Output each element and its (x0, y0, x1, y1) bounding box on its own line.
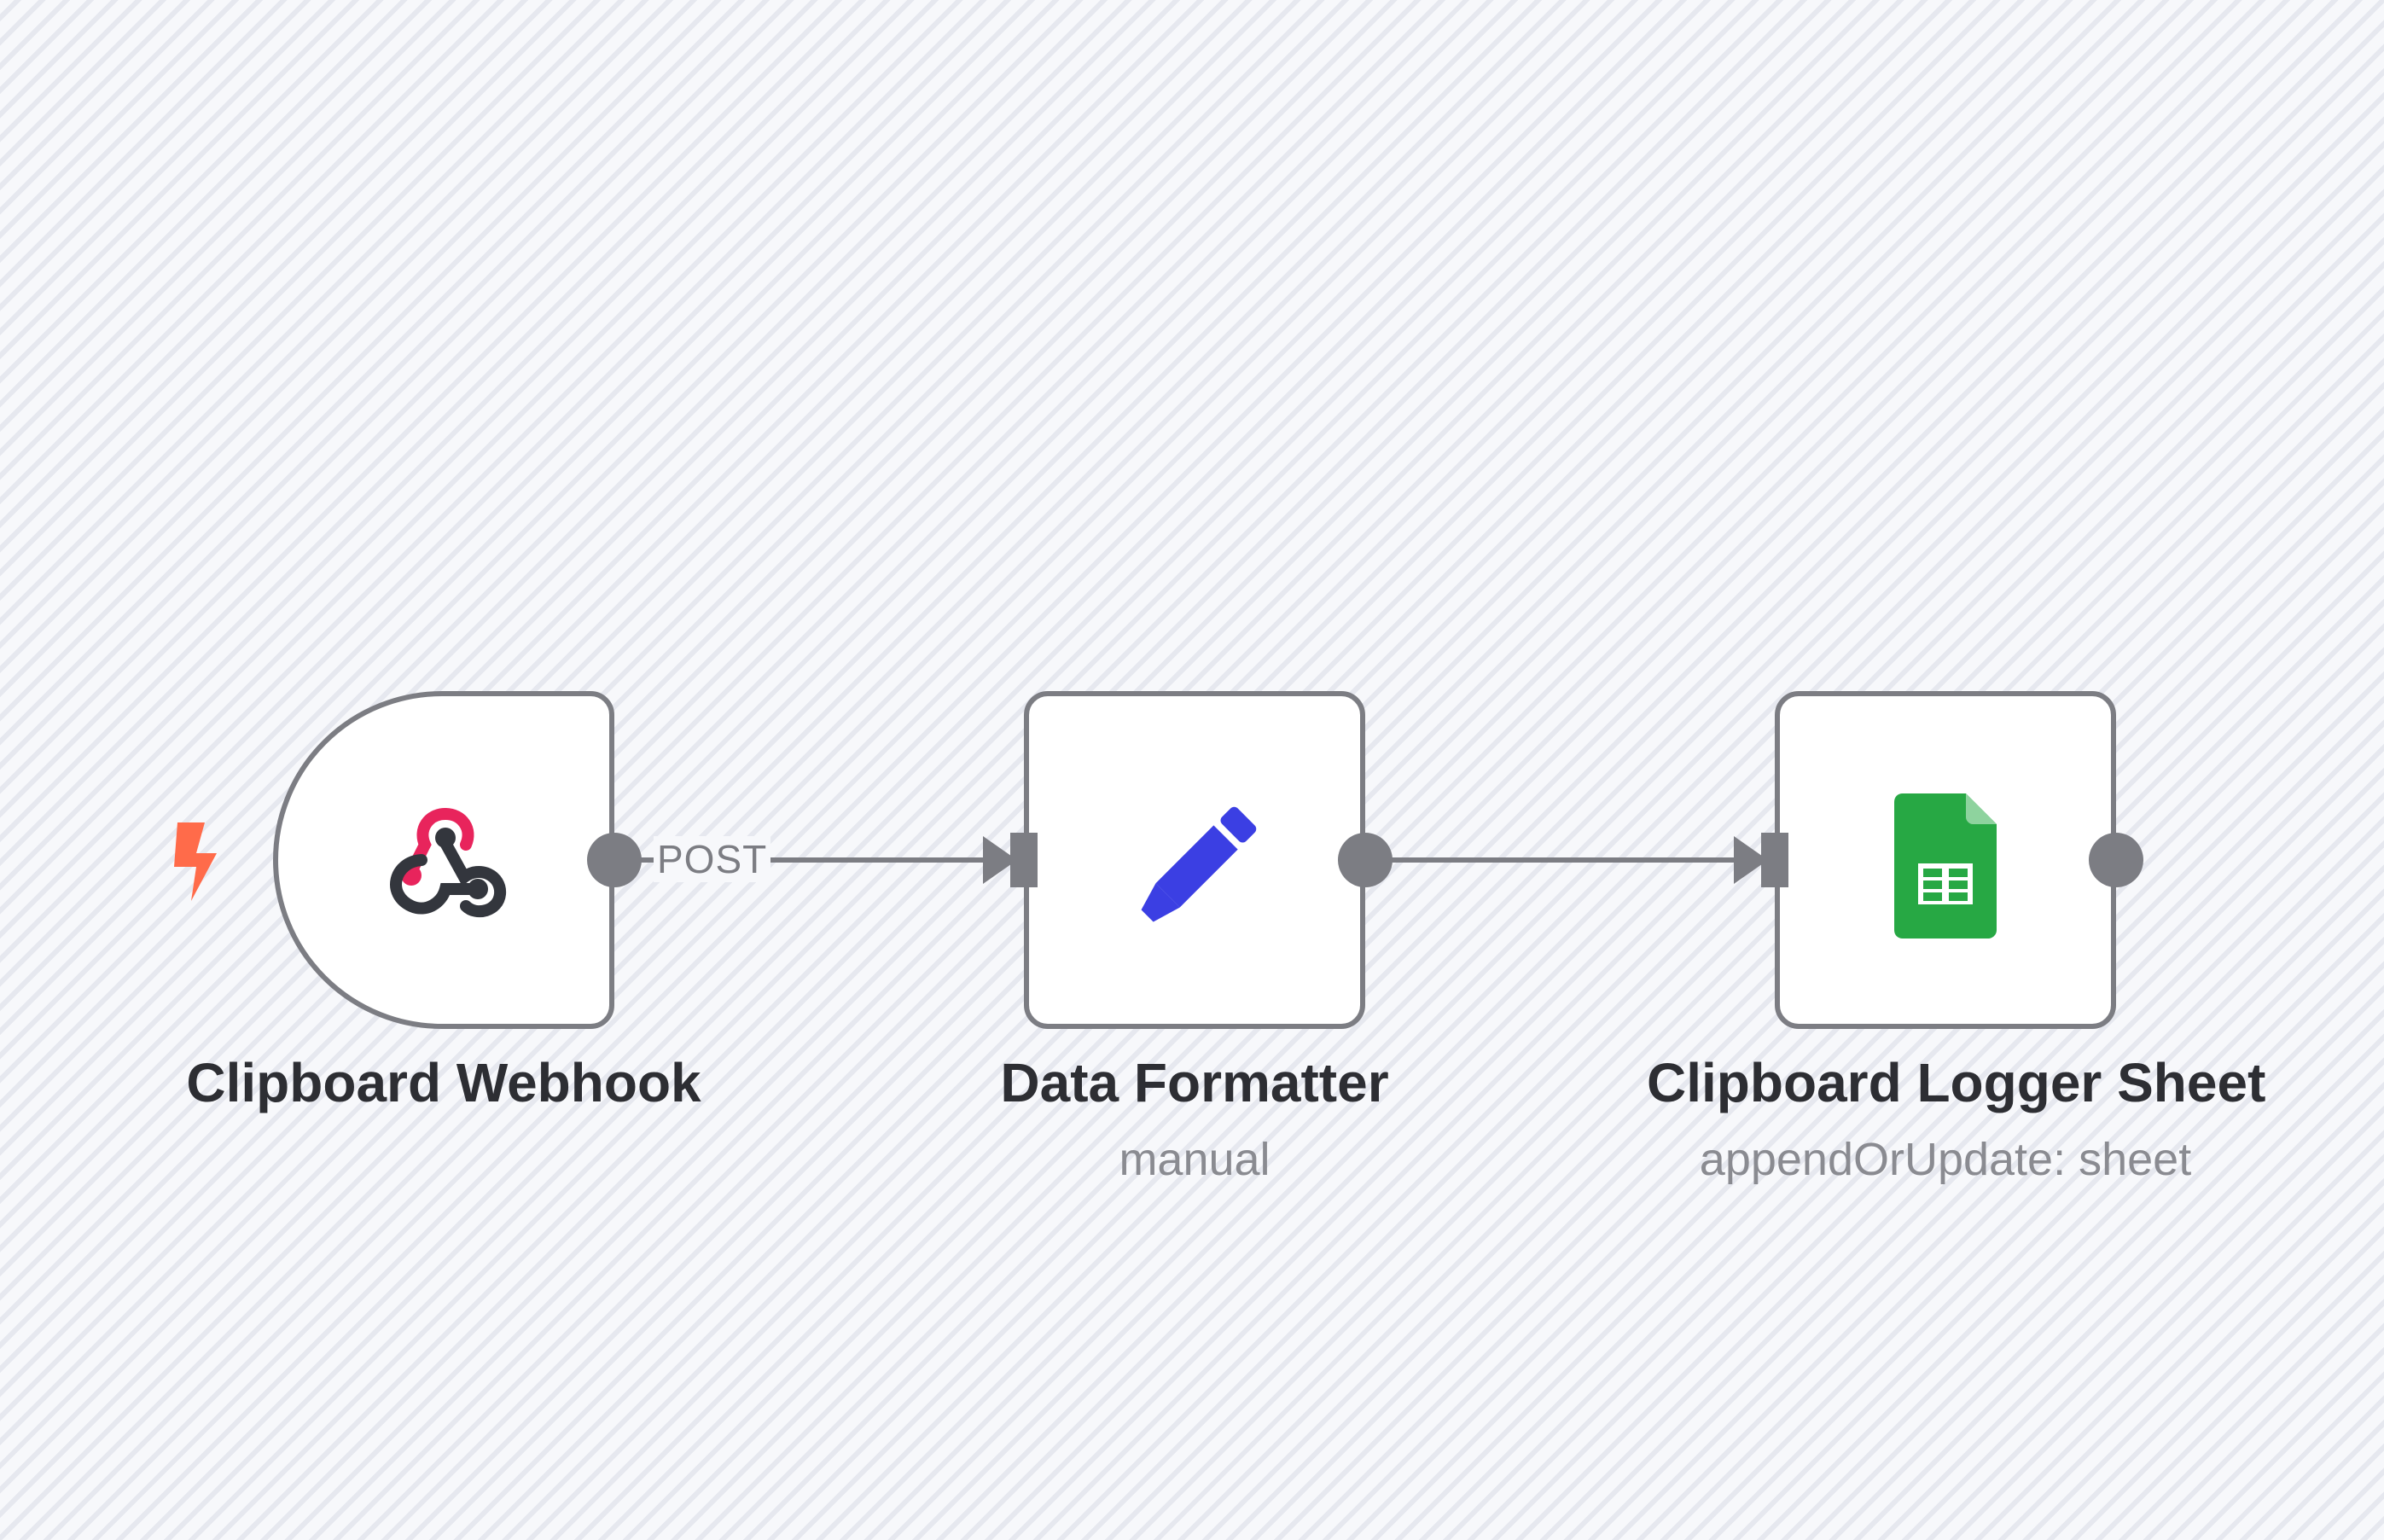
node-title-webhook: Clipboard Webhook (186, 1052, 701, 1113)
node-subtitle-formatter: manual (1119, 1134, 1270, 1185)
google-sheets-icon (1894, 793, 1997, 939)
webhook-icon (390, 808, 506, 918)
node-clipboard-webhook[interactable] (273, 691, 614, 1029)
output-handle-sheet[interactable] (2089, 833, 2143, 887)
output-handle-webhook[interactable] (587, 833, 642, 887)
node-data-formatter[interactable] (1024, 691, 1365, 1029)
node-subtitle-sheet: appendOrUpdate: sheet (1699, 1134, 2192, 1185)
input-handle-formatter[interactable] (1010, 833, 1038, 887)
node-title-formatter: Data Formatter (1000, 1052, 1389, 1113)
pencil-icon (1141, 806, 1257, 922)
node-title-sheet: Clipboard Logger Sheet (1647, 1052, 2266, 1113)
input-handle-sheet[interactable] (1761, 833, 1788, 887)
trigger-bolt-icon (174, 822, 217, 901)
output-handle-formatter[interactable] (1338, 833, 1393, 887)
connection-label: POST (654, 836, 771, 882)
node-clipboard-logger-sheet[interactable] (1775, 691, 2116, 1029)
